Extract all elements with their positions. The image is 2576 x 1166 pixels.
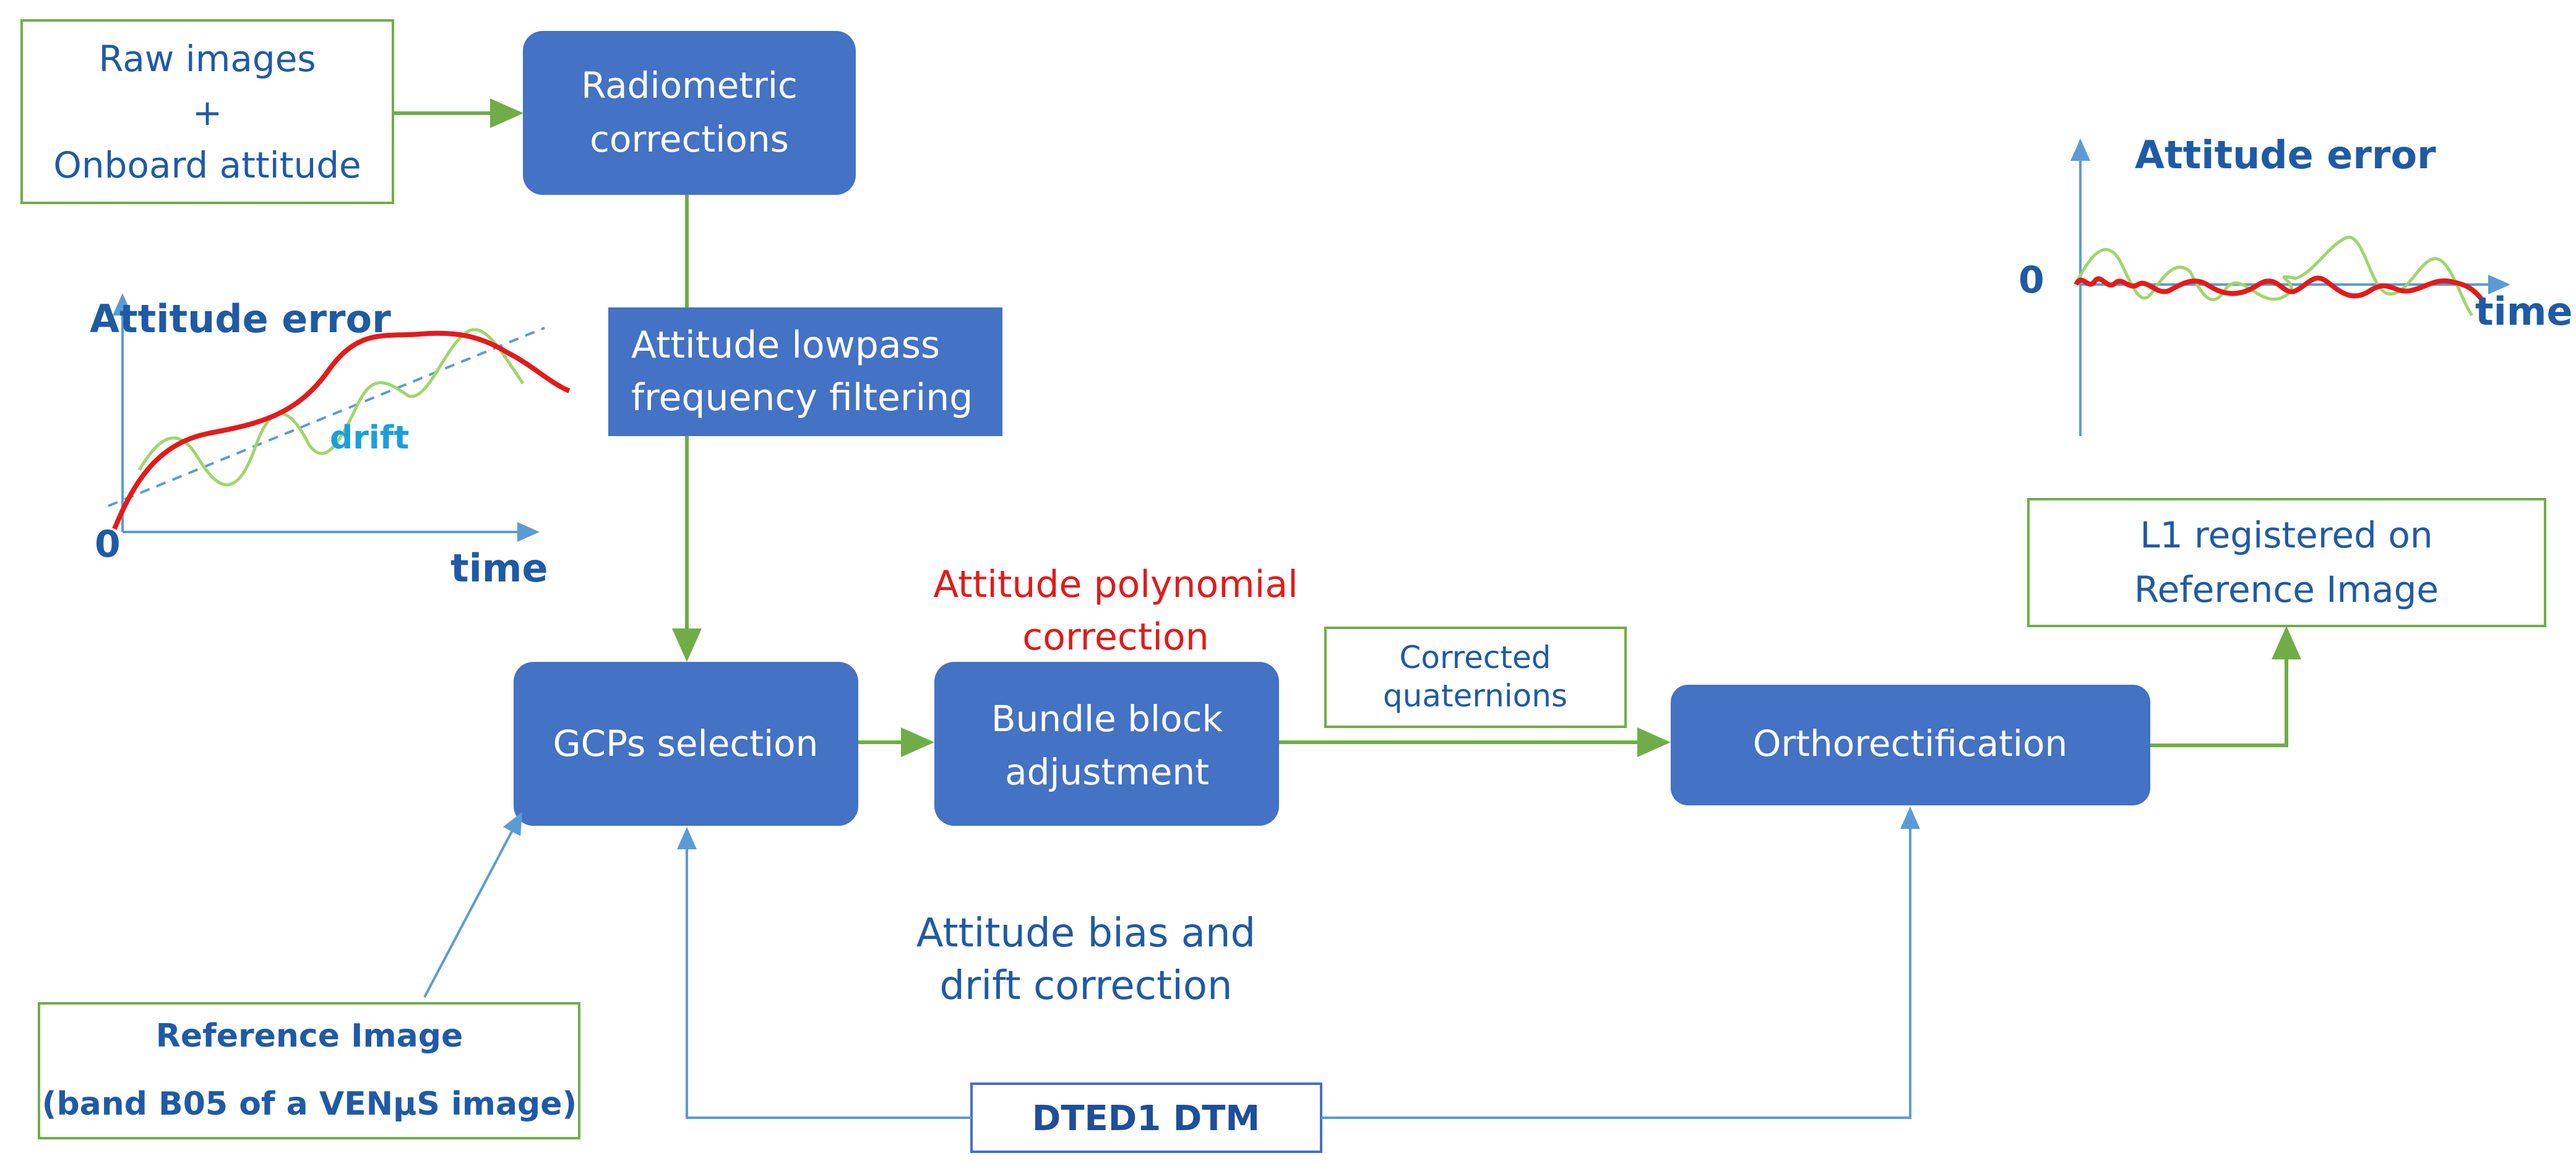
dtm-input: DTED1 DTM: [970, 1082, 1322, 1153]
left-plot-title: Attitude error: [90, 296, 391, 341]
left-plot-drift-line: [108, 327, 545, 507]
bundle-line-2: adjustment: [1005, 751, 1209, 793]
left-plot-origin: 0: [95, 523, 121, 566]
raw-images-line-3: Onboard attitude: [53, 144, 361, 186]
reference-line-2: (band B05 of a VENµS image): [42, 1086, 577, 1123]
right-plot-xlabel: time: [2475, 289, 2573, 334]
radiometric-corrections-node: Radiometric corrections: [523, 31, 856, 195]
polynomial-line-1: Attitude polynomial: [933, 563, 1298, 606]
reference-line-1: Reference Image: [156, 1018, 463, 1055]
blue-input-arrows: [423, 807, 1920, 1119]
bundle-adjustment-node: Bundle block adjustment: [934, 662, 1279, 826]
polynomial-annotation: Attitude polynomial correction: [933, 563, 1298, 659]
radiometric-line-1: Radiometric: [581, 64, 798, 106]
bundle-line-1: Bundle block: [991, 698, 1223, 740]
arrow-ortho-to-output: [2150, 626, 2301, 747]
arrow-dtm-to-ortho: [1321, 807, 1920, 1119]
right-attitude-plot: Attitude error 0 time: [2018, 132, 2573, 436]
arrow-dtm-to-gcps: [677, 827, 971, 1119]
left-attitude-plot: Attitude error 0 time drift: [90, 293, 571, 591]
quaternions-line-2: quaternions: [1383, 678, 1567, 714]
left-plot-raw-signal: [137, 328, 525, 487]
dtm-label: DTED1 DTM: [1032, 1099, 1260, 1139]
lowpass-filtering-node: Attitude lowpass frequency filtering: [608, 307, 1002, 436]
left-plot-fitted-error: [112, 330, 571, 530]
right-plot-raw-signal: [2074, 236, 2474, 317]
raw-images-line-1: Raw images: [98, 38, 316, 80]
corrected-quaternions-box: Corrected quaternions: [1324, 627, 1627, 728]
arrow-reference-to-gcps: [423, 812, 522, 998]
reference-image-input: Reference Image (band B05 of a VENµS ima…: [38, 1002, 580, 1139]
gcps-label: GCPs selection: [553, 722, 819, 765]
green-flow-arrows: [393, 98, 2301, 757]
lowpass-line-2: frequency filtering: [631, 376, 973, 419]
raw-images-input: Raw images + Onboard attitude: [20, 19, 394, 204]
left-plot-xlabel: time: [450, 546, 548, 591]
quaternions-line-1: Corrected: [1400, 640, 1551, 675]
output-line-1: L1 registered on: [2140, 514, 2432, 556]
bias-drift-annotation: Attitude bias and drift correction: [916, 911, 1256, 1009]
output-line-2: Reference Image: [2134, 568, 2439, 611]
ortho-label: Orthorectification: [1753, 722, 2068, 765]
orthorectification-node: Orthorectification: [1671, 685, 2150, 805]
right-plot-origin: 0: [2018, 259, 2044, 302]
lowpass-line-1: Attitude lowpass: [631, 324, 940, 367]
bias-drift-line-1: Attitude bias and: [916, 911, 1256, 956]
gcps-selection-node: GCPs selection: [514, 662, 858, 826]
polynomial-line-2: correction: [1022, 615, 1209, 659]
l1-output-box: L1 registered on Reference Image: [2027, 498, 2546, 627]
radiometric-line-2: corrections: [590, 118, 789, 160]
bias-drift-line-2: drift correction: [939, 963, 1232, 1009]
right-plot-corrected-error: [2074, 275, 2484, 301]
right-plot-title: Attitude error: [2135, 132, 2436, 178]
raw-images-line-2: +: [192, 92, 223, 134]
left-plot-drift-label: drift: [330, 419, 409, 457]
